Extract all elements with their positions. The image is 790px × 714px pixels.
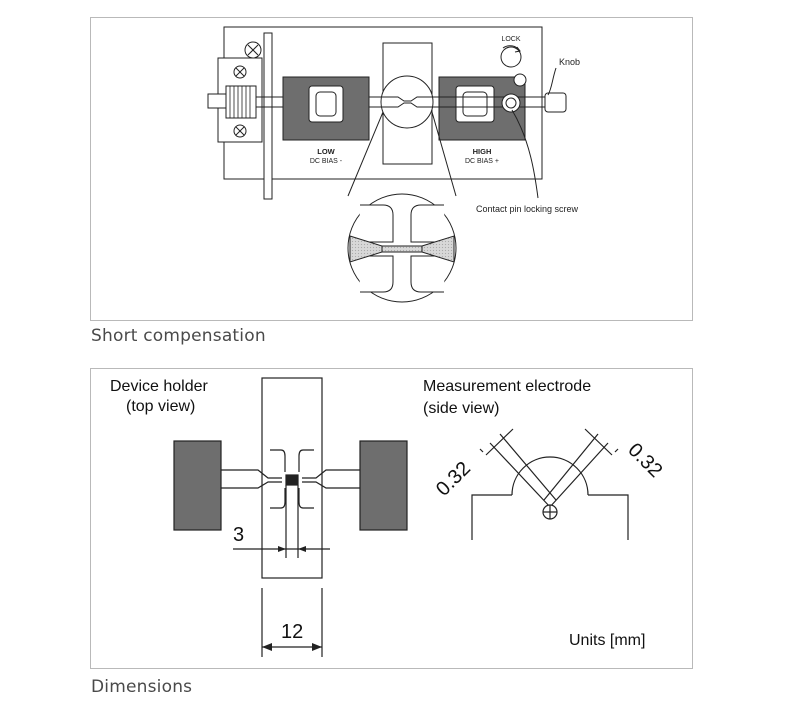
electrode-subtitle: (side view) [423,400,499,417]
right-electrode-block [359,440,408,531]
electrode-title: Measurement electrode [423,378,591,395]
side-bracket [263,32,273,200]
left-thickness-label: 0.32 [432,457,475,500]
width-dimension-label: 12 [281,621,303,643]
gap-dimension-label: 3 [233,524,244,546]
knob-label: Knob [559,57,580,67]
device-holder-subtitle: (top view) [126,398,195,415]
low-sub-label: DC BIAS - [310,158,343,165]
electrode-side-view-drawing [471,428,629,540]
high-label: HIGH [473,147,492,156]
units-label: Units [mm] [569,632,645,649]
right-thickness-label: 0.32 [623,439,666,482]
lock-icon [500,46,522,68]
threaded-rod [225,85,257,119]
short-compensation-caption: Short compensation [91,326,266,346]
rod-end [207,93,227,109]
left-electrode-block [173,440,222,531]
high-sub-label: DC BIAS + [465,158,499,165]
fixture-drawing [207,26,567,303]
contact-pin-label: Contact pin locking screw [476,204,579,214]
knob-icon [544,92,567,113]
lock-label: LOCK [501,36,520,43]
device-holder-drawing [173,377,408,657]
dimensions-caption: Dimensions [91,677,193,697]
device-holder-title: Device holder [110,378,209,395]
low-label: LOW [317,147,335,156]
contact-zoom-circle [380,75,434,129]
